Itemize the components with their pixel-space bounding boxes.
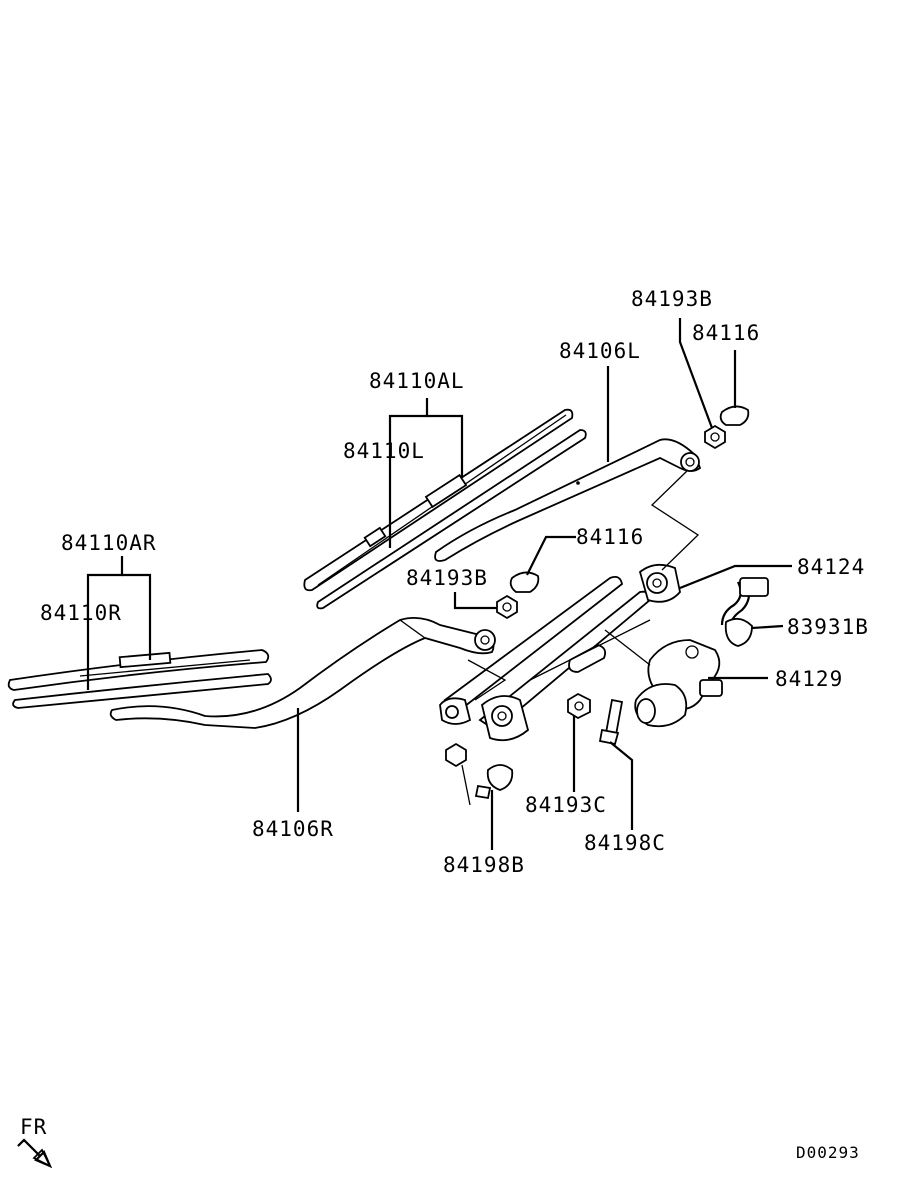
wiper-arm-left	[434, 438, 702, 562]
label-84110r: 84110R	[40, 601, 122, 625]
assembly-guides	[461, 469, 700, 806]
wiper-blade-left	[303, 408, 574, 592]
nut-84193B-top	[704, 424, 726, 450]
wiper-harness	[720, 577, 769, 647]
label-84110ar: 84110AR	[61, 531, 157, 555]
label-84116-top: 84116	[692, 321, 760, 345]
label-84106r: 84106R	[252, 817, 334, 841]
wiper-blade-refill-left	[316, 429, 587, 610]
front-direction-marker: FR	[17, 1115, 53, 1169]
cap-84116-top	[719, 405, 750, 426]
diagram-code: D00293	[796, 1143, 860, 1162]
wiper-blade-right	[7, 649, 270, 691]
label-84110l: 84110L	[343, 439, 425, 463]
label-84124: 84124	[797, 555, 865, 579]
label-83931b: 83931B	[787, 615, 869, 639]
front-marker-label: FR	[20, 1115, 47, 1139]
label-84193b-mid: 84193B	[406, 566, 488, 590]
label-84129: 84129	[775, 667, 843, 691]
cap-84116-mid	[509, 571, 540, 593]
bolt-84198B	[474, 764, 514, 800]
label-84198c: 84198C	[584, 831, 666, 855]
nut-84193C	[567, 692, 591, 720]
label-84198b: 84198B	[443, 853, 525, 877]
wiper-motor	[634, 639, 723, 728]
leader-lines	[86, 318, 792, 850]
label-84193c: 84193C	[525, 793, 607, 817]
label-84193b-top: 84193B	[631, 287, 713, 311]
nut-84193B-mid	[496, 594, 518, 620]
label-84110al: 84110AL	[369, 369, 465, 393]
wiper-blade-refill-right	[12, 673, 272, 709]
wiper-arm-right	[109, 616, 496, 729]
wiper-linkage	[439, 563, 681, 742]
bolt-84198C	[598, 698, 624, 746]
nut-lower-left	[445, 742, 467, 768]
label-84106l: 84106L	[559, 339, 641, 363]
label-84116-mid: 84116	[576, 525, 644, 549]
